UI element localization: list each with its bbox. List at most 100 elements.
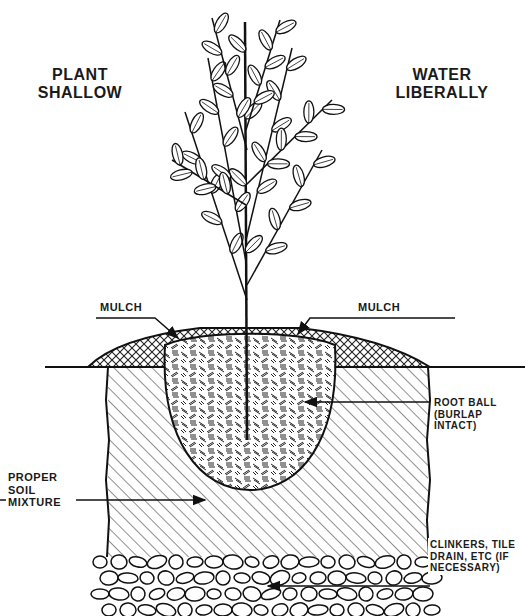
cobble (195, 604, 212, 616)
cobble (357, 585, 375, 603)
cobble (330, 604, 344, 616)
leaf-vein (295, 136, 315, 137)
leaf-vein (265, 58, 283, 67)
leaf-vein (268, 163, 288, 164)
leaf-vein (290, 203, 309, 208)
leaf-vein (231, 37, 245, 51)
cobble (376, 587, 394, 601)
part-label: CLINKERS, TILE DRAIN, ETC (IF NECESSARY) (428, 538, 522, 575)
leaf (194, 157, 209, 181)
stem (247, 150, 322, 285)
leaf-vein (175, 146, 180, 165)
cobble (108, 587, 129, 601)
cobble (175, 571, 195, 585)
cobble (260, 586, 282, 601)
cobble (241, 585, 262, 603)
cobble (193, 571, 214, 586)
pit-wall (106, 367, 109, 557)
cobble (268, 568, 292, 588)
part-label: PROPER SOIL MIXTURE (6, 470, 76, 510)
instruction-label: PLANT SHALLOW (30, 66, 130, 103)
leaf (200, 38, 224, 58)
leaf-vein (255, 93, 273, 102)
stem (212, 18, 247, 150)
leaf (323, 104, 345, 114)
cobble (356, 554, 376, 569)
leaf (267, 207, 283, 231)
cobble (205, 556, 223, 569)
leaf-vein (212, 64, 223, 80)
cobble (184, 586, 205, 602)
cobble (367, 570, 384, 585)
leaf-vein (314, 159, 333, 164)
cobble (383, 601, 406, 616)
leaf (245, 63, 264, 87)
leaf (232, 190, 253, 214)
leaf (256, 28, 275, 52)
instruction-label: WATER LIBERALLY (382, 66, 502, 103)
leaf (193, 182, 217, 197)
cobble (244, 555, 260, 568)
stem (246, 48, 292, 240)
leaf-vein (216, 15, 226, 32)
stem (246, 20, 280, 130)
leaf-vein (238, 100, 248, 117)
leaf-vein (261, 32, 270, 50)
part-label: MULCH (98, 300, 162, 315)
cobble (139, 571, 155, 585)
leaf-vein (223, 174, 228, 193)
cobble (282, 587, 298, 601)
cobble (405, 602, 421, 616)
leaf (211, 81, 235, 101)
cobble (168, 554, 185, 571)
cobble (187, 556, 204, 567)
leaf-vein (323, 109, 343, 110)
cobble (396, 554, 412, 570)
leader-line (305, 401, 430, 403)
leaf (223, 53, 243, 77)
cobble (338, 554, 356, 571)
leaf (304, 101, 314, 123)
leaf (284, 53, 308, 73)
leaf-vein (232, 235, 241, 253)
leaf-vein (296, 167, 301, 186)
leaf-vein (224, 129, 235, 145)
cobble (91, 589, 109, 599)
cobble (309, 571, 326, 585)
cobble (176, 601, 193, 616)
leaf-vein (199, 160, 204, 179)
cobble (128, 555, 148, 569)
leaf-vein (251, 67, 260, 85)
leaf (312, 154, 336, 170)
cobble (289, 601, 310, 616)
leaf (252, 88, 276, 107)
cobble (365, 603, 385, 616)
leaf-vein (276, 23, 294, 32)
gravel-layer (91, 553, 442, 616)
leaf (200, 209, 224, 228)
cobble (166, 586, 186, 601)
stem (172, 160, 246, 205)
leaf (220, 125, 241, 149)
leaf (217, 171, 232, 195)
leaf (169, 167, 193, 182)
pit-wall (427, 367, 430, 557)
leader-line (268, 585, 430, 587)
cobble (146, 553, 169, 571)
cobble (270, 602, 289, 616)
leaf-vein (202, 102, 218, 113)
cobble (319, 588, 338, 599)
leaf (187, 111, 206, 135)
leaf (276, 128, 286, 150)
leaf (274, 17, 298, 36)
leaf-vein (227, 57, 237, 74)
leaf (291, 164, 307, 188)
cobble (137, 603, 157, 616)
cobble (214, 604, 232, 616)
leaf-vein (266, 246, 285, 251)
leaf-vein (272, 210, 277, 229)
part-label: MULCH (356, 300, 420, 315)
leaf-vein (196, 187, 215, 192)
leaf (197, 97, 221, 118)
